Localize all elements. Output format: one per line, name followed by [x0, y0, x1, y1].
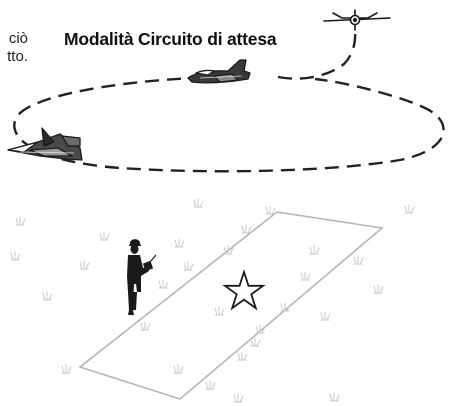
grass-icon — [214, 306, 225, 316]
grass-icon — [265, 205, 276, 215]
grass-icon — [320, 311, 331, 321]
pilot-with-transmitter-icon — [127, 239, 157, 315]
diagram-title: Modalità Circuito di attesa — [64, 29, 277, 49]
grass-icon — [173, 364, 184, 374]
aircraft-side-icon — [187, 59, 251, 84]
grass-icon — [280, 302, 291, 312]
holding-pattern-path — [13, 30, 445, 173]
grass-icon — [99, 231, 110, 241]
grass-icon — [193, 198, 204, 208]
grass-icon — [205, 380, 216, 390]
grass-icon — [404, 204, 415, 214]
grass-tufts — [10, 198, 415, 403]
aircraft-banking-icon — [7, 127, 83, 161]
grass-icon — [10, 251, 21, 261]
clipped-text-line-1: ciò — [8, 30, 28, 47]
grass-icon — [255, 324, 266, 334]
grass-icon — [250, 337, 261, 347]
grass-icon — [309, 245, 320, 255]
grass-icon — [373, 284, 384, 294]
grass-icon — [241, 224, 252, 234]
grass-icon — [233, 393, 244, 403]
clipped-text-line-2: tto. — [7, 48, 28, 65]
grass-icon — [61, 364, 72, 374]
grass-icon — [42, 291, 53, 301]
star-icon — [222, 269, 266, 311]
grass-icon — [300, 271, 311, 281]
grass-icon — [183, 261, 194, 271]
grass-icon — [15, 216, 26, 226]
aircraft-front-view-icon — [323, 9, 391, 31]
grass-icon — [174, 238, 185, 248]
grass-icon — [79, 260, 90, 270]
grass-icon — [329, 392, 340, 402]
grass-icon — [223, 245, 234, 255]
flying-field-outline — [78, 211, 384, 400]
grass-icon — [353, 255, 364, 265]
grass-icon — [237, 351, 248, 361]
grass-icon — [140, 321, 151, 331]
grass-icon — [158, 279, 169, 289]
